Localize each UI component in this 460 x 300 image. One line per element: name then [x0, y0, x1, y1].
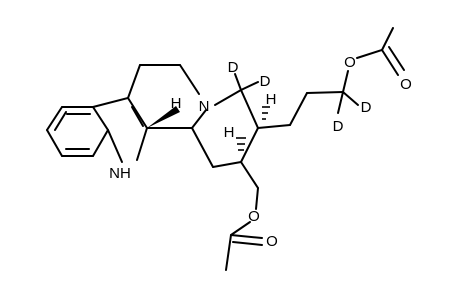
deuterium-label: D	[333, 118, 344, 135]
bond	[92, 97, 129, 108]
bond	[230, 234, 263, 239]
bond	[191, 109, 207, 129]
hashed-wedge-bond	[236, 137, 246, 151]
oxygen-label: O	[248, 208, 260, 225]
bond	[179, 64, 200, 95]
bond	[107, 129, 123, 163]
bond	[257, 124, 291, 129]
bond	[240, 127, 259, 163]
deuterium-label: D	[260, 73, 271, 90]
bond	[356, 49, 383, 59]
indole-nh-label: NH	[109, 165, 131, 182]
bond	[240, 161, 259, 189]
bond	[255, 187, 259, 210]
bond	[289, 92, 308, 126]
oxygen-label: O	[266, 233, 278, 250]
bond	[240, 81, 259, 91]
bond	[306, 91, 344, 94]
bond	[54, 111, 67, 131]
hydrogen-label: H	[224, 124, 235, 141]
bond-lines	[46, 27, 405, 271]
bond	[240, 89, 259, 129]
bond	[337, 91, 344, 114]
bond	[388, 46, 405, 71]
bond	[381, 49, 399, 76]
bond	[232, 241, 263, 246]
hydrogen-label: H	[266, 91, 277, 108]
bond	[92, 129, 109, 157]
bond	[214, 89, 242, 106]
bond	[127, 64, 141, 99]
deuterium-label: D	[228, 59, 239, 76]
bond	[342, 70, 349, 93]
bond	[191, 127, 214, 168]
bond	[131, 106, 144, 127]
bond	[234, 73, 242, 91]
stereo-bonds	[147, 106, 270, 151]
bond	[230, 221, 251, 236]
atom-labels: N NH H H H D D D D O O O O	[109, 54, 412, 250]
bold-wedge-bond	[147, 106, 180, 128]
bond	[46, 106, 63, 131]
nitrogen-label: N	[199, 98, 210, 115]
bond	[92, 106, 109, 131]
oxygen-label: O	[400, 76, 412, 93]
bond	[342, 91, 359, 106]
bond	[212, 161, 242, 168]
hydrogen-label: H	[171, 95, 182, 112]
hashed-wedge-bond	[262, 106, 270, 120]
deuterium-label: D	[361, 99, 372, 116]
bond	[46, 129, 63, 157]
bond	[136, 127, 148, 161]
bond	[225, 234, 232, 271]
bond	[381, 27, 394, 51]
bond	[127, 97, 148, 129]
oxygen-label: O	[344, 54, 356, 71]
